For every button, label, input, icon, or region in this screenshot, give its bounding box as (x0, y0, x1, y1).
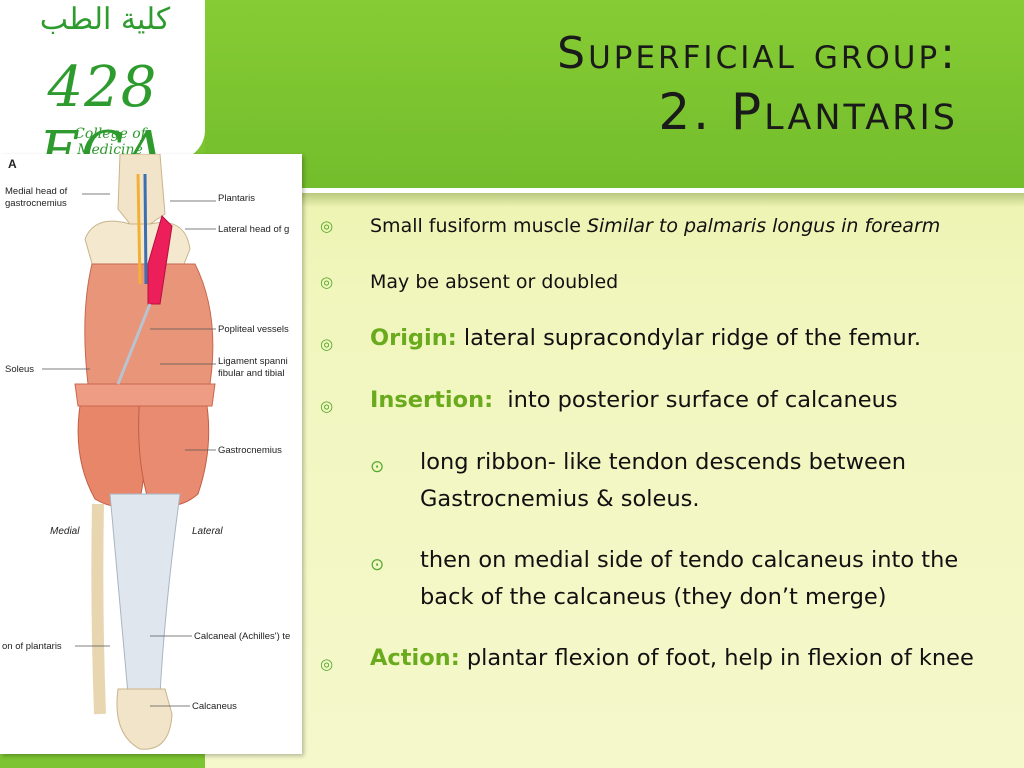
target-bullet-icon: ◎ (320, 217, 334, 235)
insertion-label: Insertion: (370, 387, 494, 413)
fig-label-lateral-head: Lateral head of g (218, 224, 289, 235)
circle-dot-bullet-icon: ⊙ (370, 457, 385, 477)
fig-label-popliteal: Popliteal vessels (218, 324, 289, 335)
fig-label-ligament-2: fibular and tibial (218, 368, 285, 379)
anatomy-figure: A Medial head of gastrocnemius Plantaris… (0, 154, 302, 754)
bullet-text: May be absent or doubled (370, 271, 619, 293)
action-label: Action: (370, 645, 460, 671)
title-bar (205, 0, 1024, 190)
sub-list-item: ⊙ long ribbon- like tendon descends betw… (370, 444, 1010, 518)
anatomy-illustration: A Medial head of gastrocnemius Plantaris… (2, 154, 290, 750)
circle-dot-bullet-icon: ⊙ (370, 555, 385, 575)
fig-label-soleus: Soleus (5, 364, 34, 375)
list-item: ◎ May be absent or doubled (320, 266, 1010, 298)
fig-label-ligament-1: Ligament spanni (218, 356, 288, 367)
target-bullet-icon: ◎ (320, 335, 334, 353)
fig-label-medial-head-1: Medial head of (5, 186, 68, 197)
list-item: ◎ Origin: lateral supracondylar ridge of… (320, 320, 1010, 357)
slide-title: Superficial group: 2. Plantaris (557, 26, 958, 142)
bullet-text: lateral supracondylar ridge of the femur… (456, 325, 922, 351)
fig-label-calcaneus: Calcaneus (192, 701, 237, 712)
target-bullet-icon: ◎ (320, 397, 334, 415)
bullet-text: plantar flexion of foot, help in flexion… (459, 645, 974, 671)
bullet-text: then on medial side of tendo calcaneus i… (420, 547, 959, 610)
origin-label: Origin: (370, 325, 457, 351)
fig-label-medial: Medial (50, 526, 80, 537)
bullet-text: into posterior surface of calcaneus (493, 387, 898, 413)
target-bullet-icon: ◎ (320, 655, 334, 673)
fig-label-plantaris-tendon: on of plantaris (2, 641, 62, 652)
fig-label-lateral: Lateral (192, 526, 223, 537)
bullet-italic-text: Similar to palmaris longus in forearm (586, 215, 941, 237)
list-item: ◎ Action: plantar flexion of foot, help … (320, 640, 1010, 677)
list-item: ◎ Small fusiform muscle Similar to palma… (320, 210, 1010, 242)
title-shadow (205, 193, 1024, 207)
bullet-list: ◎ Small fusiform muscle Similar to palma… (320, 210, 1010, 677)
title-line-2: 2. Plantaris (658, 83, 958, 141)
fig-panel-letter: A (8, 157, 17, 171)
bullet-text: long ribbon- like tendon descends betwee… (420, 449, 906, 512)
fig-label-medial-head-2: gastrocnemius (5, 198, 67, 209)
logo-arabic-text: كلية الطب (39, 2, 171, 37)
bullet-text: Small fusiform muscle (370, 215, 587, 237)
title-divider (205, 188, 1024, 193)
fig-label-plantaris: Plantaris (218, 193, 255, 204)
fig-label-calcaneal: Calcaneal (Achilles') te (194, 631, 290, 642)
title-line-1: Superficial group: (557, 28, 958, 79)
list-item: ◎ Insertion: into posterior surface of c… (320, 382, 1010, 419)
college-logo: كلية الطب 428 ECA College of Medicine (0, 0, 205, 185)
sub-list-item: ⊙ then on medial side of tendo calcaneus… (370, 542, 1010, 616)
target-bullet-icon: ◎ (320, 273, 334, 291)
fig-label-gastrocnemius: Gastrocnemius (218, 445, 282, 456)
